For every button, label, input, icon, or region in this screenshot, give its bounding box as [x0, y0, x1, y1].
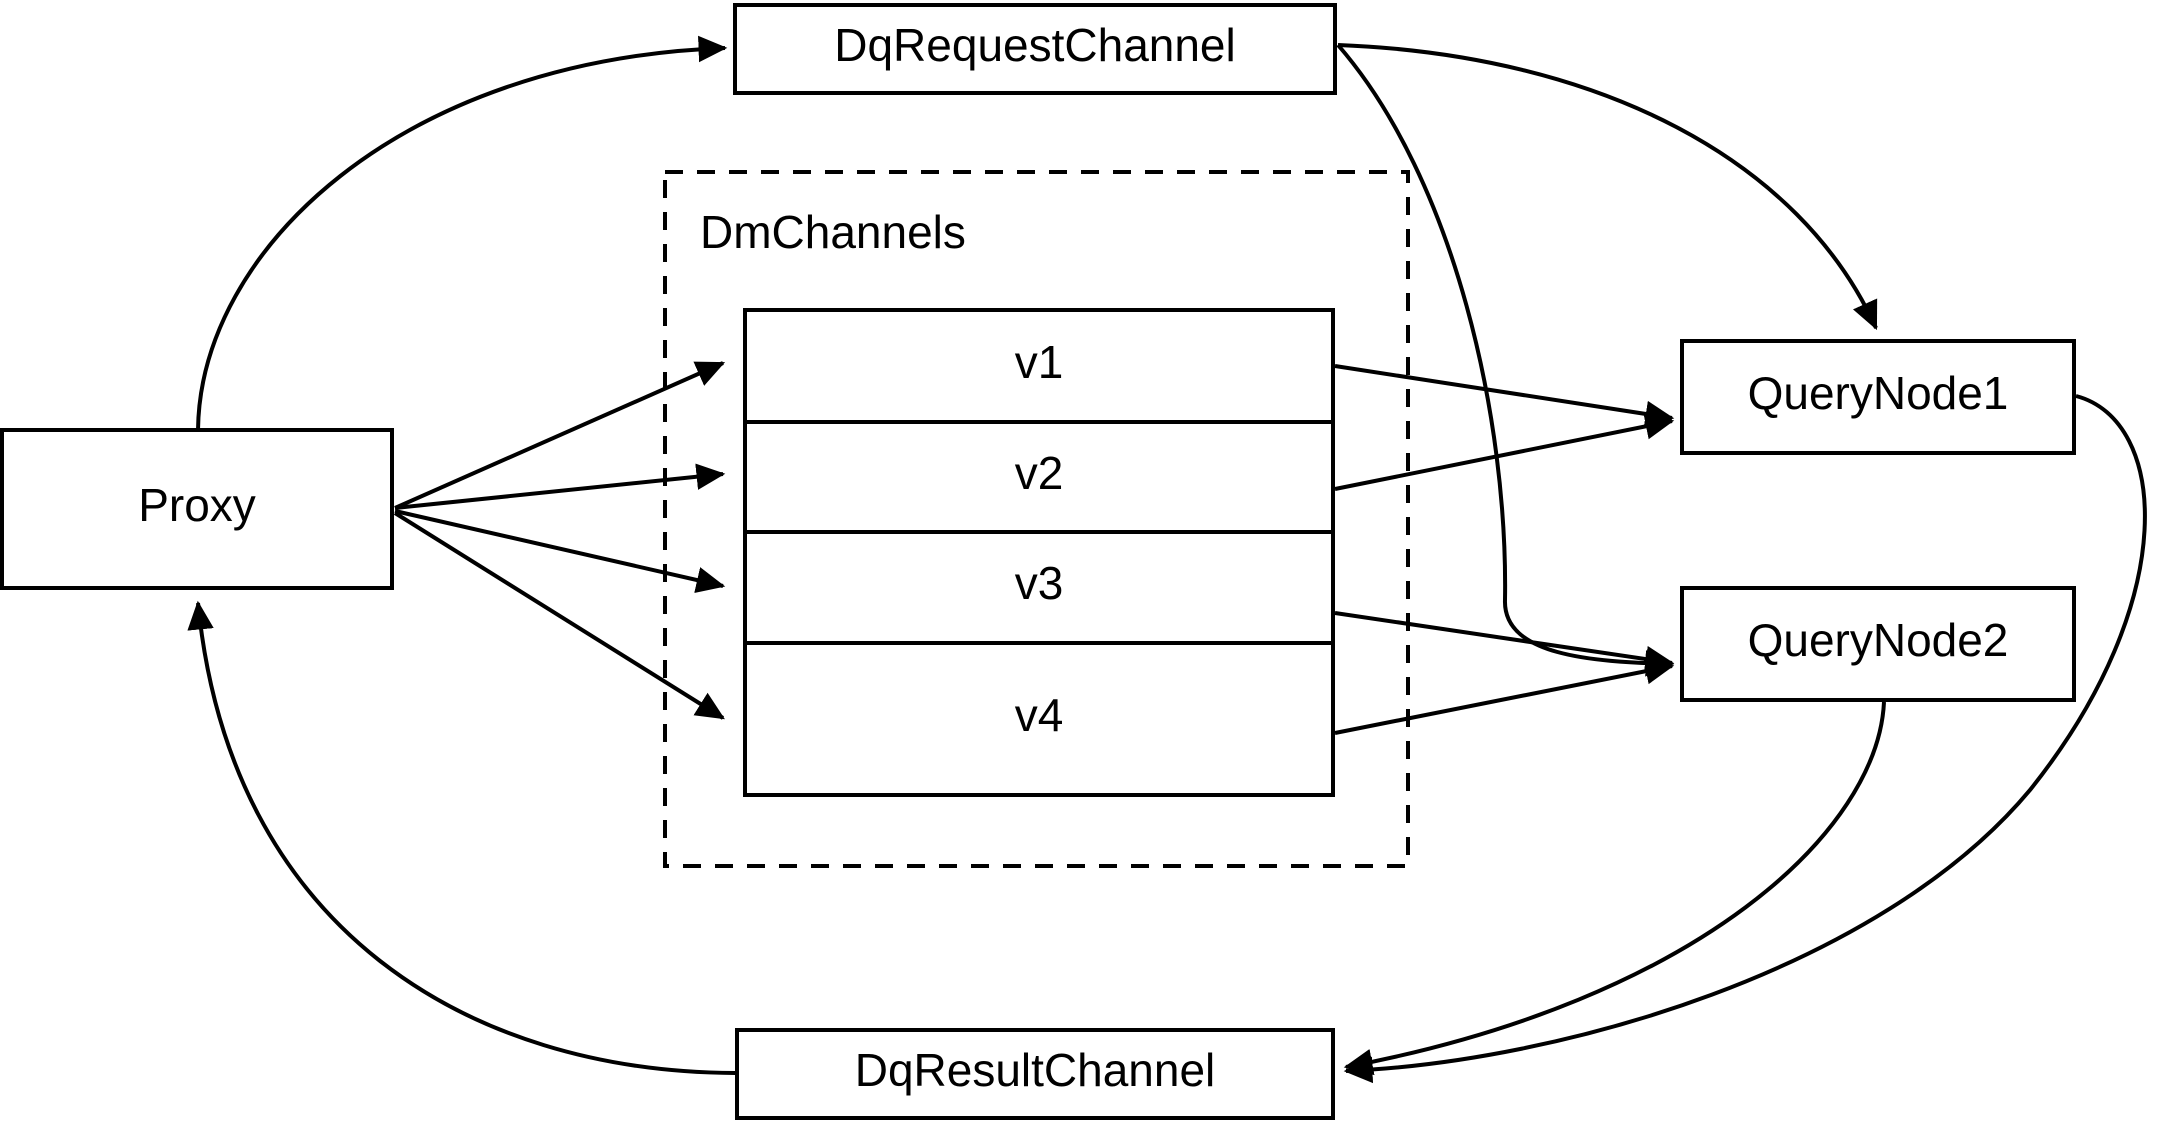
node-proxy[interactable]: Proxy: [0, 428, 394, 590]
edge-proxy-to-dq-request-channel: [196, 35, 728, 431]
dm-channels-group-border: [663, 170, 1410, 868]
edge-dq-request-channel-to-query-node-2: [1336, 43, 1675, 677]
query-node-2-box[interactable]: [1680, 586, 2076, 702]
edge-proxy-to-v1: [394, 361, 726, 510]
edge-dq-result-channel-to-proxy: [187, 600, 736, 1075]
dm-channel-stack-box: [743, 308, 1335, 797]
dm-channel-slot-v1[interactable]: v1: [1015, 336, 1064, 388]
edge-proxy-to-v2: [394, 463, 726, 510]
edge-proxy-to-v4: [393, 511, 725, 720]
node-dq-result-channel[interactable]: DqResultChannel: [735, 1028, 1335, 1120]
dm-channel-slot-v2[interactable]: v2: [1015, 447, 1064, 499]
dm-channels-group-label: DmChannels: [700, 206, 966, 258]
dm-channels-group: DmChannels: [663, 170, 1410, 868]
edge-v4-to-query-node-2: [1334, 658, 1675, 735]
edge-proxy-to-v3: [394, 509, 726, 594]
node-query-node-1[interactable]: QueryNode1: [1680, 339, 2076, 455]
dq-result-channel-box[interactable]: [735, 1028, 1335, 1120]
edge-dq-request-channel-to-query-node-1: [1337, 43, 1878, 331]
edge-v2-to-query-node-1: [1334, 413, 1675, 491]
dm-channel-slot-v3[interactable]: v3: [1015, 557, 1064, 609]
query-node-2-label: QueryNode2: [1748, 614, 2009, 666]
query-node-1-box[interactable]: [1680, 339, 2076, 455]
node-dq-request-channel[interactable]: DqRequestChannel: [733, 3, 1337, 95]
dq-request-channel-box[interactable]: [733, 3, 1337, 95]
proxy-box[interactable]: [0, 428, 394, 590]
edge-query-node-1-to-dq-result-channel: [1343, 394, 2147, 1084]
dm-channel-slot-v4[interactable]: v4: [1015, 689, 1064, 741]
query-node-1-label: QueryNode1: [1748, 367, 2009, 419]
dm-channel-stack: v1 v2 v3 v4: [743, 308, 1335, 797]
edge-v1-to-query-node-1: [1334, 364, 1675, 428]
dq-request-channel-label: DqRequestChannel: [834, 19, 1236, 71]
edge-v3-to-query-node-2: [1334, 611, 1675, 673]
edge-query-node-2-to-dq-result-channel: [1343, 701, 1886, 1076]
proxy-label: Proxy: [138, 479, 256, 531]
node-query-node-2[interactable]: QueryNode2: [1680, 586, 2076, 702]
dq-result-channel-label: DqResultChannel: [855, 1044, 1216, 1096]
